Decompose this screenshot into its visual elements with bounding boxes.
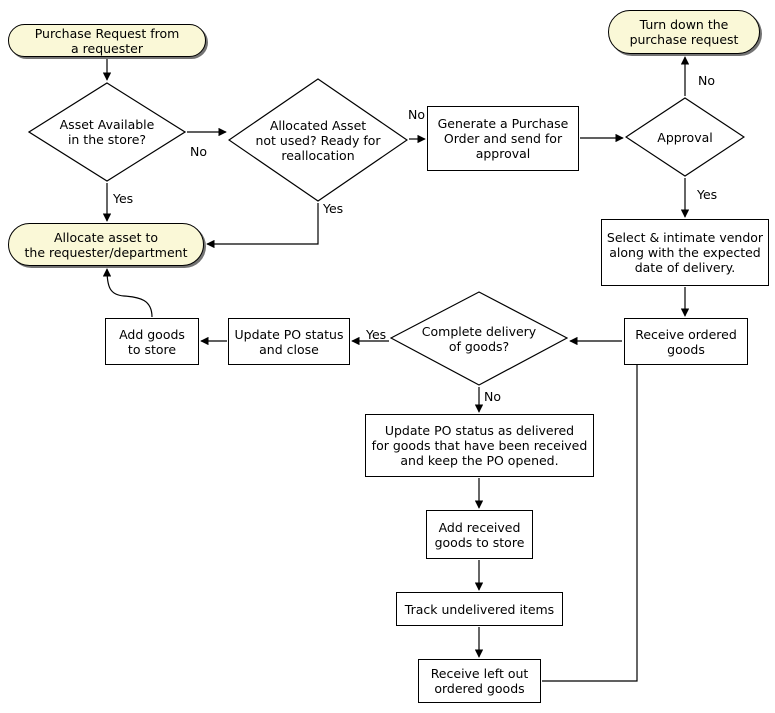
diamond-shape — [228, 78, 408, 202]
node-add-received-goods-to-store[interactable]: Add received goods to store — [426, 510, 533, 559]
node-update-po-status-and-close[interactable]: Update PO status and close — [228, 318, 350, 365]
diamond-shape — [390, 291, 568, 386]
edge-label-no-complete-delivery: No — [484, 389, 501, 404]
edge-allocated-asset-yes-to-allocate-asset — [206, 203, 319, 249]
node-label: Approval — [657, 129, 713, 145]
edge-label-yes-approval: Yes — [697, 187, 718, 202]
edge-label-yes-asset-available: Yes — [113, 191, 134, 206]
node-label: Allocated Asset not used? Ready for real… — [255, 117, 381, 163]
node-update-po-status-delivered[interactable]: Update PO status as delivered for goods … — [365, 414, 594, 477]
node-generate-purchase-order[interactable]: Generate a Purchase Order and send for a… — [427, 106, 579, 171]
node-label: Purchase Request from a requester — [34, 25, 180, 56]
edge-label-no-asset-available: No — [190, 144, 207, 159]
node-label: Generate a Purchase Order and send for a… — [437, 116, 569, 161]
node-label: Complete delivery of goods? — [421, 323, 537, 354]
node-label: Update PO status as delivered for goods … — [371, 423, 588, 468]
node-label: Asset Available in the store? — [59, 117, 155, 147]
node-receive-left-out-ordered-goods[interactable]: Receive left out ordered goods — [418, 659, 541, 703]
node-approval-decision[interactable]: Approval — [625, 97, 745, 177]
edge-label-yes-complete-delivery: Yes — [366, 327, 387, 342]
edge-receive-left-out-to-complete-delivery — [542, 343, 642, 682]
node-label: Receive left out ordered goods — [430, 666, 529, 696]
edge-add-goods-store-to-allocate-asset — [102, 268, 153, 318]
node-asset-available-decision[interactable]: Asset Available in the store? — [28, 82, 186, 182]
node-label: Receive ordered goods — [635, 326, 737, 357]
edge-label-no-allocated-asset: No — [408, 107, 425, 122]
node-complete-delivery-decision[interactable]: Complete delivery of goods? — [390, 291, 568, 386]
node-receive-ordered-goods[interactable]: Receive ordered goods — [624, 318, 748, 365]
node-label: Track undelivered items — [404, 601, 555, 617]
node-label: Turn down the purchase request — [629, 17, 739, 47]
node-purchase-request[interactable]: Purchase Request from a requester — [8, 24, 206, 57]
edge-label-no-approval: No — [698, 73, 715, 88]
node-select-intimate-vendor[interactable]: Select & intimate vendor along with the … — [601, 219, 769, 286]
diamond-shape — [625, 97, 745, 177]
diamond-shape — [28, 82, 186, 182]
node-allocated-asset-decision[interactable]: Allocated Asset not used? Ready for real… — [228, 78, 408, 202]
node-track-undelivered-items[interactable]: Track undelivered items — [396, 592, 563, 626]
edge-label-yes-allocated-asset: Yes — [323, 201, 344, 216]
node-label: Allocate asset to the requester/departme… — [24, 229, 188, 260]
node-allocate-asset[interactable]: Allocate asset to the requester/departme… — [8, 223, 204, 266]
node-label: Add goods to store — [119, 326, 185, 357]
node-add-goods-to-store[interactable]: Add goods to store — [105, 318, 199, 365]
node-label: Select & intimate vendor along with the … — [606, 230, 764, 275]
node-label: Add received goods to store — [434, 519, 525, 550]
node-turn-down-purchase-request[interactable]: Turn down the purchase request — [608, 10, 760, 54]
node-label: Update PO status and close — [234, 326, 344, 357]
